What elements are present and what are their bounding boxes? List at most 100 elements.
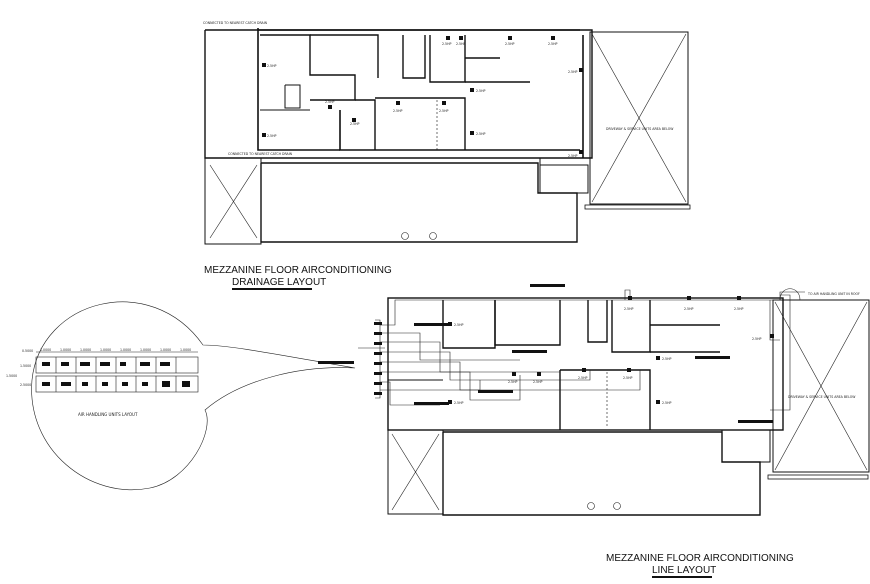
ahu-slab (767, 474, 869, 480)
dim-label: 1.0000 (40, 348, 51, 352)
stair-block (387, 429, 444, 515)
ac-unit-icon (737, 296, 741, 300)
dim-label: 1.0000 (120, 348, 131, 352)
ahu-unit (122, 382, 128, 386)
callout-label-bar (414, 323, 449, 326)
column-circle (613, 502, 621, 510)
column-circle (429, 232, 437, 240)
pipe-header (375, 319, 381, 399)
ac-unit-icon (262, 63, 266, 67)
ahu-unit (61, 382, 71, 386)
interior-wall (611, 300, 651, 353)
unit-tag: 2.5HP (684, 307, 693, 311)
ahu-row (35, 375, 199, 393)
ac-unit-icon (470, 131, 474, 135)
unit-tag: 2.5HP (454, 323, 463, 327)
ahu-unit (42, 362, 50, 366)
ahu-area-label: DRIVEWAY & SERVICE UNITS AREA BELOW (606, 127, 674, 131)
unit-tag: 2.5HP (393, 109, 402, 113)
unit-tag: 2.5HP (505, 42, 514, 46)
ac-unit-icon (470, 88, 474, 92)
pipe-run (380, 380, 481, 391)
ahu-slab (584, 204, 691, 210)
callout-label-bar (530, 284, 565, 287)
ahu-unit (162, 381, 170, 387)
unit-tag: 2.5HP (267, 134, 276, 138)
pipe-run (380, 291, 805, 326)
stair-cross-2 (391, 433, 440, 511)
dim-label: 1.0000 (100, 348, 111, 352)
pipe-run (380, 351, 591, 381)
ahu-detail-callout: 1.0000 1.0000 1.0000 1.0000 1.0000 1.000… (6, 301, 356, 490)
column-circle (587, 502, 595, 510)
ac-unit-icon (512, 372, 516, 376)
ahu-cross-2 (591, 33, 687, 203)
unit-tag: 2.5HP (325, 100, 334, 104)
ac-unit-icon (446, 36, 450, 40)
interior-wall (375, 97, 466, 150)
dim-label: 1.0000 (180, 348, 191, 352)
ac-unit-icon (328, 105, 332, 109)
unit-tag: 2.5HP (267, 64, 276, 68)
ahu-area-label: DRIVEWAY & SERVICE UNITS AREA BELOW (788, 395, 856, 399)
interior-wall (310, 34, 379, 78)
pipe-run (769, 300, 780, 341)
pipe-loop (779, 288, 801, 301)
plan-subtitle: LINE LAYOUT (652, 565, 716, 576)
pipe-run (380, 341, 560, 373)
ac-unit-icon (582, 368, 586, 372)
ac-unit-icon (352, 118, 356, 122)
callout-label-bar (318, 361, 354, 364)
dim-label: 1.0000 (60, 348, 71, 352)
interior-wall (355, 99, 376, 150)
dim-label: 1.0000 (140, 348, 151, 352)
ahu-note: TO AIR HANDLING UNIT IN ROOF (807, 292, 860, 296)
ahu-area-box (589, 31, 689, 205)
pipe-run (770, 294, 791, 411)
unit-tag: 2.5HP (624, 307, 633, 311)
ac-unit-icon (628, 296, 632, 300)
ac-unit-icon (459, 36, 463, 40)
pipe-run (380, 361, 641, 391)
interior-wall (587, 300, 608, 343)
drain-note: CONNECTED TO NEAREST CATCH DRAIN (203, 21, 268, 25)
pipe-run (380, 381, 440, 406)
ahu-unit (160, 362, 170, 366)
plan-subtitle: DRAINAGE LAYOUT (232, 277, 326, 288)
ahu-area-box (772, 299, 870, 473)
ac-unit-icon (687, 296, 691, 300)
stair-cross-2 (209, 164, 258, 239)
unit-tag: 2.5HP (662, 357, 671, 361)
unit-tag: 2.5HP (548, 42, 557, 46)
ac-unit-icon (448, 400, 452, 404)
building-outline (387, 297, 784, 431)
unit-tag: 2.5HP (568, 70, 577, 74)
valve-block (374, 362, 382, 365)
unit-tag: 2.5HP (752, 337, 761, 341)
pipe-run (380, 371, 521, 401)
ahu-cross-2 (774, 301, 868, 471)
unit-tag: 2.5HP (533, 380, 542, 384)
unit-tag: 2.5HP (456, 42, 465, 46)
unit-tag: 2.5HP (568, 154, 577, 158)
valve-block (374, 352, 382, 355)
line-layout-plan: 2.5HP 2.5HP 2.5HP 2.5HP 2.5HP 2.5HP 2.5H… (318, 284, 870, 578)
ahu-unit (102, 382, 108, 386)
interior-wall (402, 35, 426, 79)
valve-block (374, 392, 382, 395)
callout-label-bar (414, 402, 449, 405)
ac-unit-icon (627, 368, 631, 372)
unit-tag: 2.5HP (454, 401, 463, 405)
ac-unit-icon (579, 150, 583, 154)
unit-tag: 2.5HP (476, 132, 485, 136)
ac-unit-icon (656, 400, 660, 404)
parking-slab (442, 431, 761, 516)
unit-tag: 2.5HP (623, 376, 632, 380)
ac-unit-icon (448, 322, 452, 326)
column-circle (401, 232, 409, 240)
ac-unit-icon (442, 101, 446, 105)
ac-unit-icon (551, 36, 555, 40)
service-room (539, 164, 589, 194)
detail-bubble-outline (31, 301, 356, 490)
